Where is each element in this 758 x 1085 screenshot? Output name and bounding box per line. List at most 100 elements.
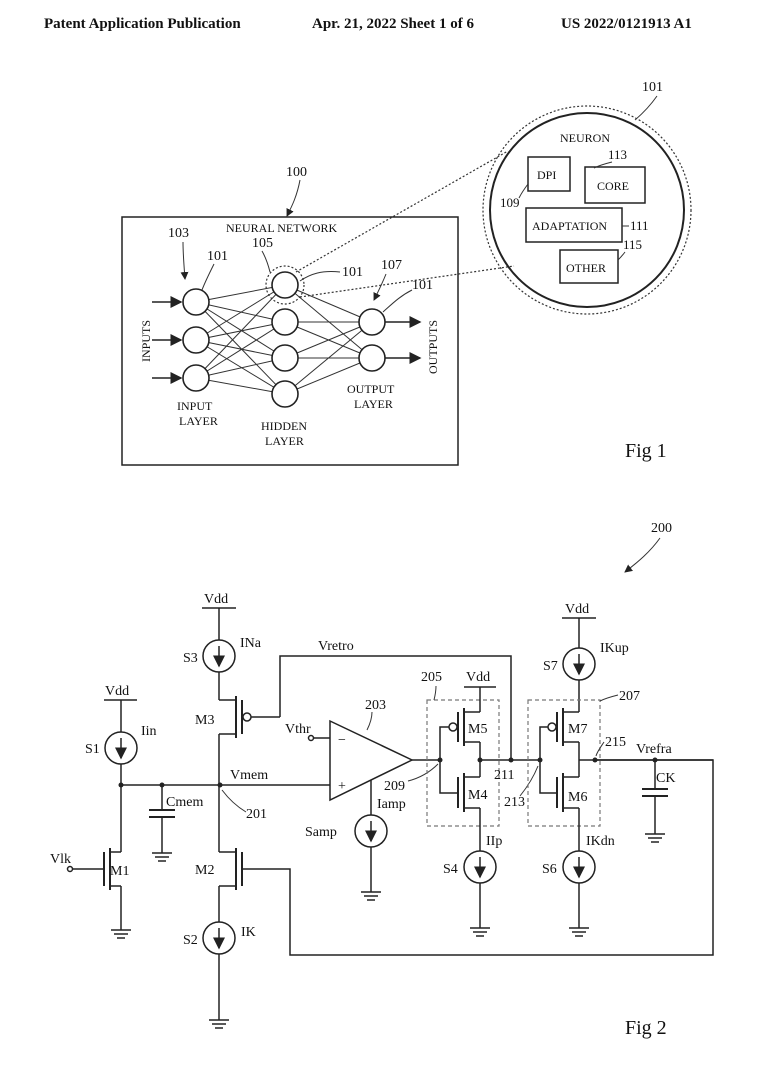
inverter-207-box	[527, 699, 601, 827]
zoom-line-bottom	[299, 265, 515, 298]
iip-label: IIp	[486, 834, 502, 849]
highlighted-neuron-ring	[265, 265, 305, 305]
output-neuron-2	[358, 344, 386, 372]
adaptation-box	[525, 207, 623, 243]
outputs-label: OUTPUTS	[426, 320, 440, 374]
ref-213: 213	[504, 795, 525, 810]
vdd-s3-label: Vdd	[204, 592, 228, 607]
ref-200: 200	[651, 521, 672, 536]
m3-gate-bubble	[242, 712, 252, 722]
hidden-layer-label-1: HIDDEN	[261, 419, 307, 433]
input-neuron-1	[182, 288, 210, 316]
ref-207-leader	[599, 694, 619, 702]
core-box	[584, 166, 646, 204]
ik-label: IK	[241, 925, 256, 940]
vrefra-label: Vrefra	[636, 742, 672, 757]
ref-100: 100	[286, 165, 307, 180]
ground-m1	[111, 929, 131, 939]
inputs-label: INPUTS	[139, 320, 153, 362]
ref-201: 201	[246, 807, 267, 822]
ground-s4	[470, 927, 490, 937]
ref-107-leader	[373, 273, 387, 301]
m7-gate-bubble	[547, 722, 557, 732]
ref-209-leader	[407, 763, 439, 782]
neural-network-box	[121, 216, 459, 466]
ground-cmem	[152, 852, 172, 862]
m6-label: M6	[568, 790, 587, 805]
s3-label: S3	[183, 651, 198, 666]
ref-103-leader	[180, 241, 189, 280]
ref-105: 105	[252, 236, 273, 251]
inverter-207-gate-wire	[539, 726, 557, 794]
m7-label: M7	[568, 722, 587, 737]
neuron-callout-outer	[482, 105, 692, 315]
node-211	[508, 757, 514, 763]
ref-103: 103	[168, 226, 189, 241]
date-sheet-label: Apr. 21, 2022 Sheet 1 of 6	[312, 16, 474, 32]
comparator-plus: +	[338, 779, 346, 794]
ck-label: CK	[656, 771, 675, 786]
publication-label: Patent Application Publication	[44, 16, 241, 32]
vdd-m5-label: Vdd	[466, 670, 490, 685]
m5-gate-bubble	[448, 722, 458, 732]
ref-209: 209	[384, 779, 405, 794]
ground-s6	[569, 927, 589, 937]
core-label: CORE	[597, 179, 629, 193]
inverter-205-box	[426, 699, 500, 827]
patent-number: US 2022/0121913 A1	[561, 16, 692, 32]
zoom-line-top	[295, 150, 509, 273]
ref-203: 203	[365, 698, 386, 713]
ref-115: 115	[623, 237, 642, 252]
input-neuron-2	[182, 326, 210, 354]
vthr-terminal	[307, 734, 315, 742]
ref-113-leader	[593, 161, 613, 169]
ref-200-leader	[624, 537, 661, 573]
other-label: OTHER	[566, 261, 606, 275]
ina-label: INa	[240, 636, 262, 651]
input-layer-label-1: INPUT	[177, 399, 213, 413]
ref-213-leader	[519, 765, 539, 797]
m3-label: M3	[195, 713, 214, 728]
ikup-label: IKup	[600, 641, 629, 656]
ref-109-leader	[518, 183, 529, 199]
ground-ck	[645, 833, 665, 843]
samp-label: Samp	[305, 825, 337, 840]
vretro-label: Vretro	[318, 639, 354, 654]
iamp-label: Iamp	[377, 797, 406, 812]
m2-label: M2	[195, 863, 214, 878]
input-neuron-3	[182, 364, 210, 392]
ref-115-leader	[617, 251, 626, 261]
m5-label: M5	[468, 722, 487, 737]
ref-205: 205	[421, 670, 442, 685]
vdd-s1-label: Vdd	[105, 684, 129, 699]
neural-network-label: NEURAL NETWORK	[226, 221, 338, 235]
vdd-s7-label: Vdd	[565, 602, 589, 617]
vthr-label: Vthr	[285, 722, 311, 737]
m4-label: M4	[468, 788, 487, 803]
ref-101-callout: 101	[642, 80, 663, 95]
ref-101-output-leader	[382, 289, 413, 313]
m1-label: M1	[110, 864, 129, 879]
s2-label: S2	[183, 933, 198, 948]
hidden-neuron-3	[271, 344, 299, 372]
ref-111: 111	[630, 218, 649, 233]
figure-2: 200 Vdd S1 Iin Vmem 201 Cmem	[50, 521, 714, 1039]
vlk-terminal	[66, 865, 74, 873]
hidden-neuron-1	[271, 271, 299, 299]
ref-100-leader	[286, 179, 301, 217]
ref-101-input-leader	[201, 263, 215, 291]
ref-203-leader	[366, 711, 373, 731]
adaptation-label: ADAPTATION	[532, 219, 607, 233]
ref-101-hidden: 101	[342, 265, 363, 280]
figure-1: 100 NEURAL NETWORK 103 101 105 101 107 1…	[121, 80, 692, 466]
s6-label: S6	[542, 862, 557, 877]
dpi-label: DPI	[537, 168, 556, 182]
ref-101-output: 101	[412, 278, 433, 293]
output-neuron-1	[358, 308, 386, 336]
node-inv205-out	[477, 757, 483, 763]
other-box	[559, 249, 619, 284]
vlk-label: Vlk	[50, 852, 71, 867]
cmem-label: Cmem	[166, 795, 203, 810]
